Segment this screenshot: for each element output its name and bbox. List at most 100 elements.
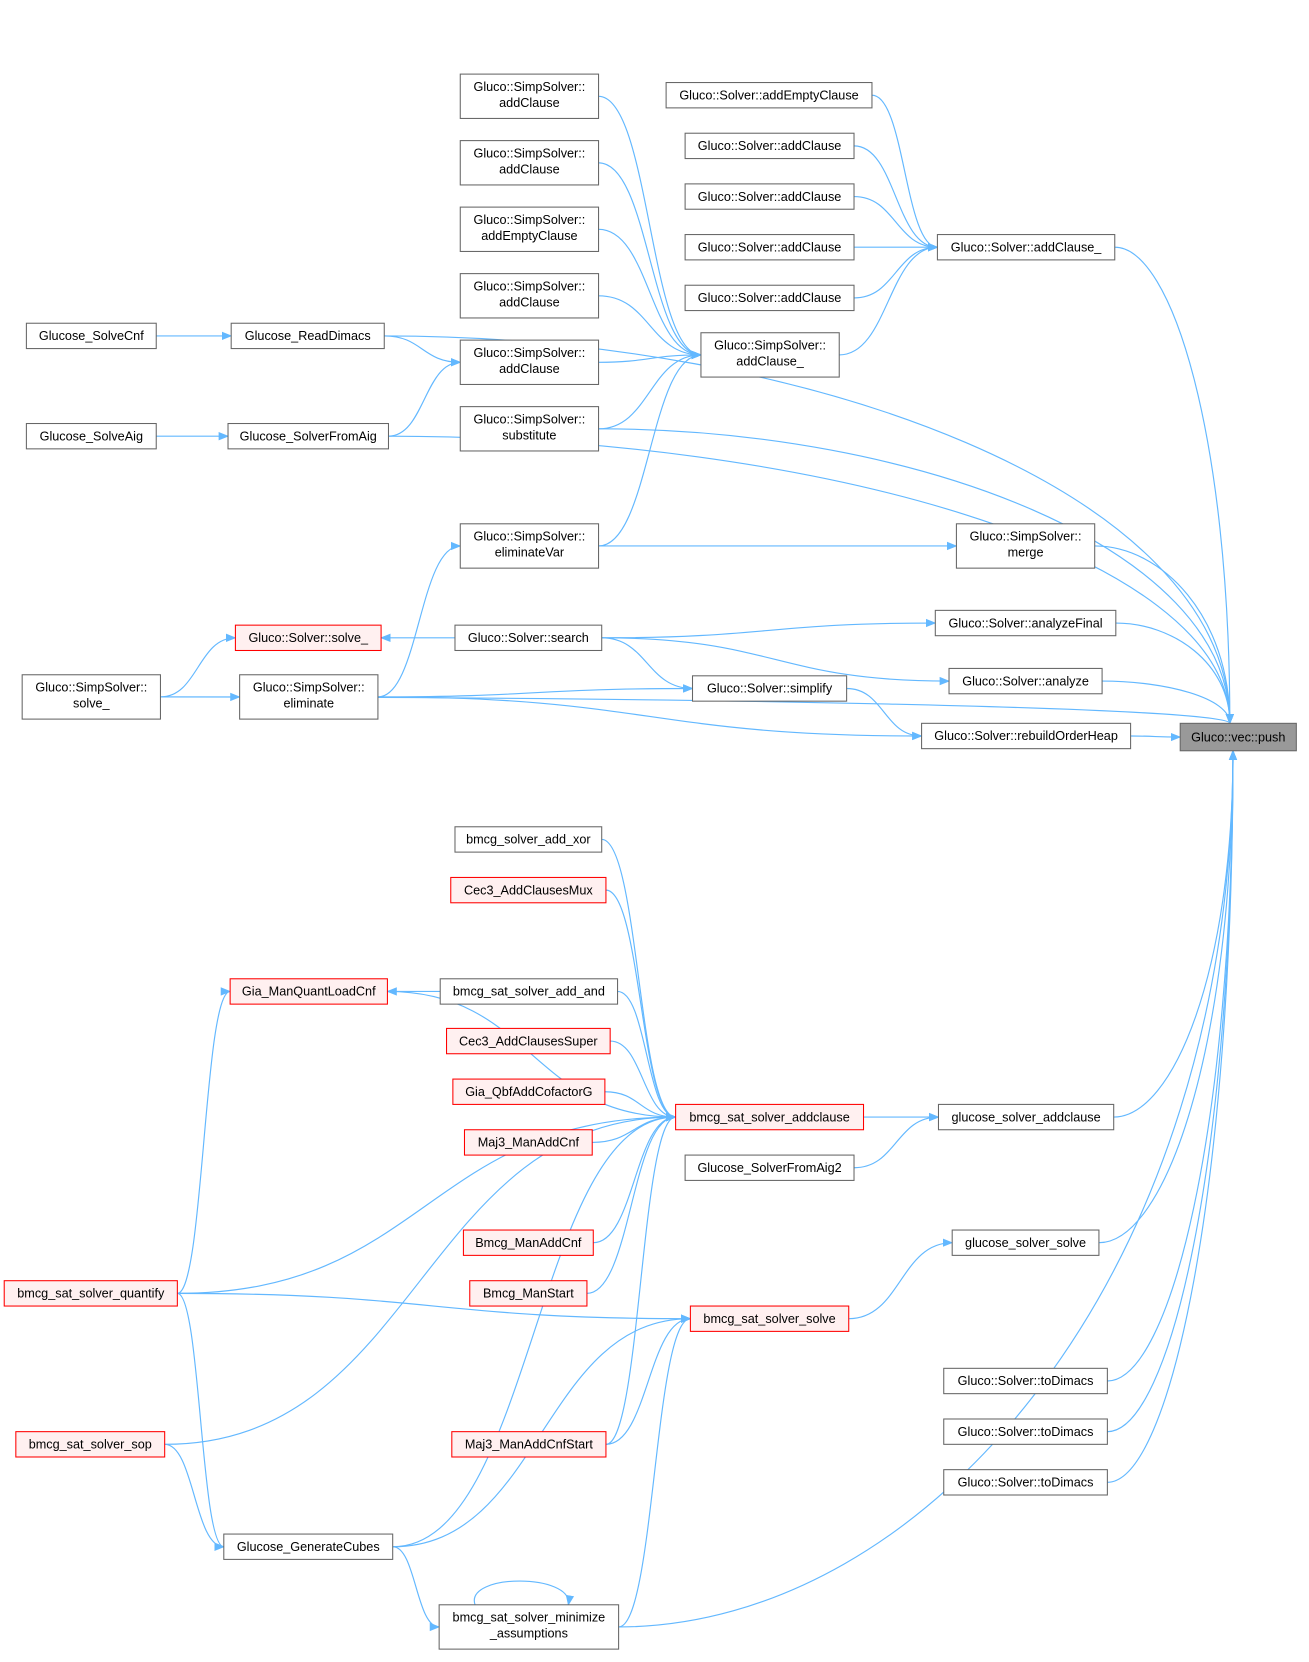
node-gluco-solver-simplify[interactable]: Gluco::Solver::simplify [691, 675, 848, 702]
node-maj3-manaddcnfstart[interactable]: Maj3_ManAddCnfStart [451, 1431, 607, 1458]
node-box [684, 132, 855, 160]
node-gluco-simpsolver-addclause[interactable]: Gluco::SimpSolver::addClause_ [700, 332, 840, 378]
edge-17-to-12 [388, 358, 462, 437]
node-label: addClause [499, 162, 560, 176]
node-gluco-solver-addemptyclause[interactable]: Gluco::Solver::addEmptyClause [665, 82, 873, 109]
edge-2-to-7 [871, 94, 939, 252]
node-label: Bmcg_ManStart [483, 1287, 574, 1301]
node-label: substitute [502, 428, 556, 442]
edge-4-to-7 [854, 195, 939, 252]
node-cec3-addclausessuper[interactable]: Cec3_AddClausesSuper [446, 1027, 611, 1055]
node-box [691, 675, 848, 702]
node-gluco-simpsolver-addclause[interactable]: Gluco::SimpSolver::addClause [459, 339, 600, 385]
node-box [239, 674, 379, 720]
node-glucose-solverfromaig2[interactable]: Glucose_SolverFromAig2 [684, 1154, 855, 1181]
node-label: bmcg_sat_solver_solve [703, 1312, 835, 1326]
node-label: Glucose_SolverFromAig [240, 429, 377, 443]
node-box [689, 1305, 850, 1332]
node-gluco-simpsolver-substitute[interactable]: Gluco::SimpSolver::substitute [459, 406, 600, 452]
node-gluco-solver-addclause[interactable]: Gluco::Solver::addClause [684, 234, 855, 261]
node-box [459, 406, 600, 452]
node-glucose-solveaig[interactable]: Glucose_SolveAig [25, 422, 157, 450]
node-bmcg-sat-solver-minimize-assumptions[interactable]: bmcg_sat_solver_minimize_assumptions [438, 1604, 620, 1650]
edge-22-to-25 [601, 618, 937, 639]
node-maj3-manaddcnf[interactable]: Maj3_ManAddCnf [463, 1129, 593, 1156]
node-label: glucose_solver_addclause [952, 1110, 1101, 1124]
edge-13-to-14 [598, 350, 702, 430]
node-box [438, 1604, 620, 1650]
node-gluco-solver-solve[interactable]: Gluco::Solver::solve_ [234, 624, 382, 652]
node-box [937, 1103, 1115, 1131]
node-label: eliminateVar [495, 546, 564, 560]
node-bmcg-manstart[interactable]: Bmcg_ManStart [469, 1280, 588, 1307]
edge-22-to-27 [601, 637, 694, 693]
node-bmcg-sat-solver-solve[interactable]: bmcg_sat_solver_solve [689, 1305, 850, 1332]
node-bmcg-sat-solver-quantify[interactable]: bmcg_sat_solver_quantify [3, 1280, 178, 1307]
node-label: Gluco::SimpSolver:: [970, 530, 1082, 544]
edge-34-to-35 [604, 1091, 677, 1122]
node-label: bmcg_solver_add_xor [466, 833, 591, 847]
node-box [25, 322, 157, 350]
edge-47-to-1 [618, 749, 1238, 1628]
node-gia-qbfaddcofactorg[interactable]: Gia_QbfAddCofactorG [452, 1078, 606, 1105]
edge-46-to-47 [392, 1546, 441, 1632]
node-cec3-addclausesmux[interactable]: Cec3_AddClausesMux [450, 876, 607, 904]
node-gluco-vec-push[interactable]: Gluco::vec::push [1179, 722, 1297, 752]
node-label: Gluco::Solver::addClause [698, 240, 842, 254]
node-gluco-solver-addclause[interactable]: Gluco::Solver::addClause [684, 132, 855, 160]
node-bmcg-sat-solver-add-and[interactable]: bmcg_sat_solver_add_and [439, 978, 619, 1005]
edge-44-to-43 [605, 1314, 692, 1445]
edge-46-to-35 [392, 1112, 677, 1548]
node-gluco-simpsolver-eliminatevar[interactable]: Gluco::SimpSolver::eliminateVar [459, 523, 600, 569]
node-gluco-solver-todimacs[interactable]: Gluco::Solver::toDimacs [943, 1469, 1108, 1496]
node-label: bmcg_sat_solver_sop [29, 1438, 152, 1452]
edge-24-to-19 [377, 541, 462, 698]
node-bmcg-sat-solver-addclause[interactable]: bmcg_sat_solver_addclause [675, 1103, 865, 1131]
node-label: Glucose_SolveAig [40, 429, 143, 443]
node-bmcg-solver-add-xor[interactable]: bmcg_solver_add_xor [454, 826, 603, 853]
node-label: Gluco::Solver::rebuildOrderHeap [934, 729, 1118, 743]
node-glucose-solver-addclause[interactable]: glucose_solver_addclause [937, 1103, 1115, 1131]
node-glucose-generatecubes[interactable]: Glucose_GenerateCubes [223, 1533, 394, 1560]
node-glucose-solverfromaig[interactable]: Glucose_SolverFromAig [227, 422, 390, 450]
node-gluco-simpsolver-addclause[interactable]: Gluco::SimpSolver::addClause [459, 73, 600, 119]
node-gluco-solver-addclause[interactable]: Gluco::Solver::addClause [684, 284, 855, 312]
node-glucose-solvecnf[interactable]: Glucose_SolveCnf [25, 322, 157, 350]
node-box [459, 140, 600, 186]
node-label: _assumptions [489, 1627, 568, 1641]
node-gluco-solver-todimacs[interactable]: Gluco::Solver::toDimacs [943, 1367, 1108, 1395]
node-label: Gluco::Solver::simplify [707, 682, 833, 696]
node-box [700, 332, 840, 378]
node-gluco-simpsolver-merge[interactable]: Gluco::SimpSolver::merge [955, 523, 1096, 569]
node-gluco-simpsolver-solve[interactable]: Gluco::SimpSolver::solve_ [21, 674, 161, 720]
node-gluco-solver-rebuildorderheap[interactable]: Gluco::Solver::rebuildOrderHeap [921, 722, 1132, 750]
edge-41-to-35 [177, 1112, 677, 1294]
node-gluco-solver-addclause[interactable]: Gluco::Solver::addClause_ [936, 234, 1116, 261]
node-box [943, 1418, 1108, 1445]
node-label: Gluco::Solver::toDimacs [958, 1374, 1094, 1388]
node-gluco-simpsolver-addemptyclause[interactable]: Gluco::SimpSolver::addEmptyClause [459, 206, 600, 252]
node-glucose-readdimacs[interactable]: Glucose_ReadDimacs [230, 322, 385, 350]
node-label: Gluco::Solver::toDimacs [958, 1425, 1094, 1439]
node-glucose-solver-solve[interactable]: glucose_solver_solve [951, 1229, 1100, 1256]
edge-7-to-1 [1114, 246, 1235, 725]
edge-36-to-1 [1113, 749, 1238, 1118]
node-label: Cec3_AddClausesMux [464, 883, 593, 897]
node-gluco-solver-analyze[interactable]: Gluco::Solver::analyze [948, 667, 1103, 695]
node-gluco-solver-addclause[interactable]: Gluco::Solver::addClause [684, 183, 855, 210]
edge-24-to-27 [377, 684, 694, 698]
node-gluco-simpsolver-addclause[interactable]: Gluco::SimpSolver::addClause [459, 140, 600, 186]
node-bmcg-sat-solver-sop[interactable]: bmcg_sat_solver_sop [15, 1431, 166, 1458]
node-gluco-simpsolver-eliminate[interactable]: Gluco::SimpSolver::eliminate [239, 674, 379, 720]
node-gluco-solver-analyzefinal[interactable]: Gluco::Solver::analyzeFinal [934, 609, 1117, 637]
node-label: Gluco::SimpSolver:: [35, 681, 147, 695]
nodes-layer: Gluco::vec::push Gluco::Solver::addEmptyC… [3, 73, 1297, 1650]
node-gia-manquantloadcnf[interactable]: Gia_ManQuantLoadCnf [229, 978, 388, 1005]
node-bmcg-manaddcnf[interactable]: Bmcg_ManAddCnf [462, 1229, 594, 1256]
node-label: addClause [499, 295, 560, 309]
node-box [955, 523, 1096, 569]
node-gluco-simpsolver-addclause[interactable]: Gluco::SimpSolver::addClause [459, 273, 600, 319]
node-gluco-solver-search[interactable]: Gluco::Solver::search [454, 624, 603, 652]
node-gluco-solver-todimacs[interactable]: Gluco::Solver::toDimacs [943, 1418, 1108, 1445]
